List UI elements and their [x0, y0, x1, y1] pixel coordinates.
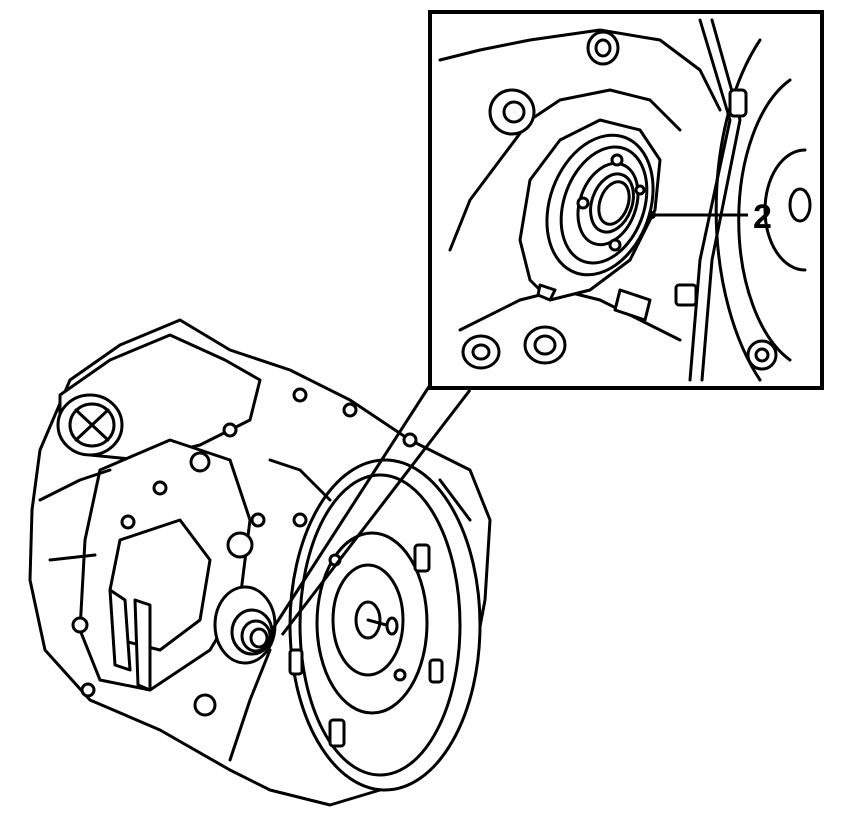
torque-converter [288, 458, 482, 792]
callout-2-label: 2 [753, 198, 772, 236]
transmission-assembly [28, 318, 492, 807]
inset-flywheel [674, 38, 812, 382]
breather-cap [56, 393, 124, 457]
callout-2: 2 [648, 198, 772, 236]
inset-leader-lines [270, 384, 472, 636]
housing-bolts [71, 387, 418, 717]
inset-seal-boss [518, 118, 662, 322]
output-seal-location [213, 585, 277, 665]
inset-detail: 2 [428, 10, 824, 390]
inset-bolt-holes [461, 30, 778, 371]
